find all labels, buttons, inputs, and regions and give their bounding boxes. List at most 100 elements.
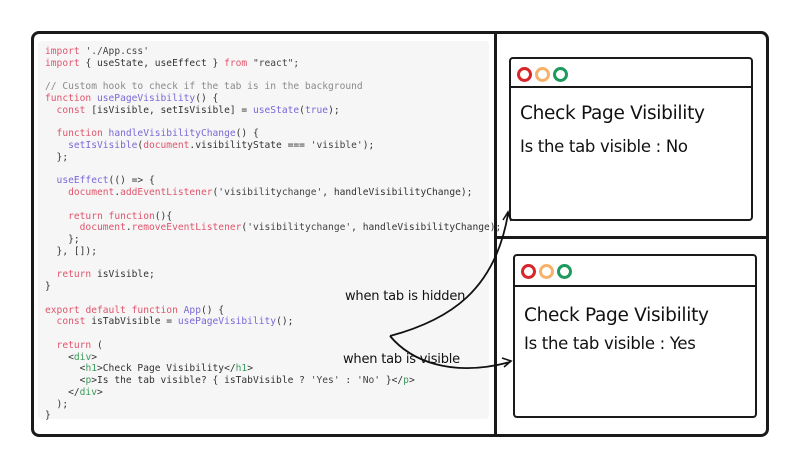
code-token: function [131, 304, 184, 316]
code-line: import './App.css' [38, 46, 489, 58]
code-token: < [45, 363, 86, 375]
code-token: 'visible' [310, 140, 363, 151]
code-token: (() => { [108, 175, 155, 187]
window-heading: Check Page Visibility [524, 305, 709, 326]
code-token: > [91, 351, 97, 363]
arrowhead-visible [501, 357, 513, 368]
code-line: // Custom hook to check if the tab is in… [38, 81, 489, 93]
code-line: <p>Is the tab visible? { isTabVisible ? … [38, 375, 489, 387]
code-line: const isTabVisible = usePageVisibility()… [38, 316, 489, 328]
code-token: () { [200, 304, 225, 316]
code-token: removeEventListener [131, 222, 242, 234]
code-token: } [45, 410, 51, 422]
code-line: return function(){ [38, 211, 489, 223]
window-status-text: Is the tab visible : Yes [524, 334, 696, 353]
code-token: > [96, 386, 103, 398]
close-dot-icon [521, 264, 536, 279]
code-token: > [408, 375, 415, 386]
code-token: }; [45, 234, 80, 245]
code-token: (){ [154, 210, 173, 222]
code-token: } [45, 281, 51, 292]
code-token: ( [137, 140, 144, 151]
code-token: < [45, 351, 74, 363]
code-line: return ( [38, 340, 489, 352]
label-when-hidden: when tab is hidden [345, 289, 466, 304]
code-token: ); [45, 398, 69, 410]
code-token: . [125, 222, 132, 234]
code-token: .visibilityState === [189, 140, 311, 151]
code-token: usePageVisibility [177, 316, 277, 328]
code-token: export [45, 304, 86, 316]
code-line: </div> [38, 387, 489, 399]
code-line: ); [38, 399, 489, 411]
code-token: () { [195, 93, 219, 104]
code-token: ( [241, 222, 248, 234]
code-token: 'No' [356, 375, 381, 386]
code-token: const [45, 316, 92, 328]
code-token: isVisible; [96, 269, 155, 281]
arrow-to-visible [389, 335, 511, 369]
code-token: : [339, 375, 357, 386]
code-token: h1 [235, 363, 248, 375]
code-token: >Check Page Visibility</ [97, 363, 236, 375]
code-token: ( [299, 104, 305, 116]
code-token: < [45, 375, 86, 386]
code-token: const [45, 104, 92, 116]
code-line: function handleVisibilityChange() { [38, 128, 489, 140]
label-when-visible: when tab is visible [343, 352, 460, 367]
code-token: () { [235, 128, 259, 140]
code-token: ); [328, 104, 340, 116]
code-line: setIsVisible(document.visibilityState ==… [38, 140, 489, 152]
browser-window-hidden: Check Page Visibility Is the tab visible… [509, 57, 753, 221]
code-line: return isVisible; [38, 269, 489, 281]
code-token: function [45, 128, 109, 140]
code-token: setIsVisible [45, 140, 138, 151]
code-line: <div> [38, 352, 489, 364]
code-token: return [45, 339, 97, 351]
close-dot-icon [517, 67, 532, 82]
code-token: (); [276, 316, 294, 328]
code-token: document [143, 140, 190, 151]
code-token: 'Yes' [310, 375, 340, 386]
code-token: [isVisible, setIsVisible] = [91, 104, 253, 116]
code-token: isTabVisible = [91, 316, 178, 328]
code-token: div [79, 386, 97, 398]
vertical-divider [494, 31, 497, 436]
code-token: import [45, 46, 86, 57]
code-token: > [247, 363, 253, 375]
code-token: ( [96, 339, 103, 351]
code-token: , handleVisibilityChange); [351, 222, 502, 234]
code-line: import { useState, useEffect } from "rea… [38, 58, 489, 70]
code-line: document.removeEventListener('visibility… [38, 222, 502, 234]
code-line: }; [38, 152, 489, 164]
code-token: </ [45, 386, 80, 398]
window-status-text: Is the tab visible : No [520, 137, 688, 156]
code-token: "react"; [252, 57, 300, 69]
code-token: p [85, 375, 92, 386]
code-line: useEffect(() => { [38, 175, 489, 187]
code-token: div [73, 351, 92, 363]
code-token: addEventListener [120, 187, 213, 198]
minimize-dot-icon [535, 67, 550, 82]
window-title-bar [515, 256, 755, 287]
horizontal-divider [496, 236, 766, 239]
code-token: import [45, 57, 86, 69]
window-title-bar [511, 59, 751, 88]
code-token: useState [252, 104, 300, 116]
code-token: }; [45, 151, 69, 163]
code-token: true [304, 104, 329, 116]
code-token: // Custom hook to check if the tab is in… [45, 81, 363, 93]
code-token: default [85, 304, 132, 316]
maximize-dot-icon [553, 67, 568, 82]
code-line: } [38, 281, 489, 293]
code-token: 'visibilitychange' [247, 222, 352, 234]
code-token: . [114, 187, 121, 198]
code-token: document [45, 222, 126, 234]
code-token: 'visibilitychange' [218, 187, 323, 198]
code-token: >Is the tab visible? { isTabVisible ? [91, 375, 311, 386]
code-token: }</ [380, 375, 404, 386]
code-token: function [45, 93, 97, 104]
arrow-to-hidden [389, 213, 509, 337]
code-token: useEffect [45, 175, 109, 187]
